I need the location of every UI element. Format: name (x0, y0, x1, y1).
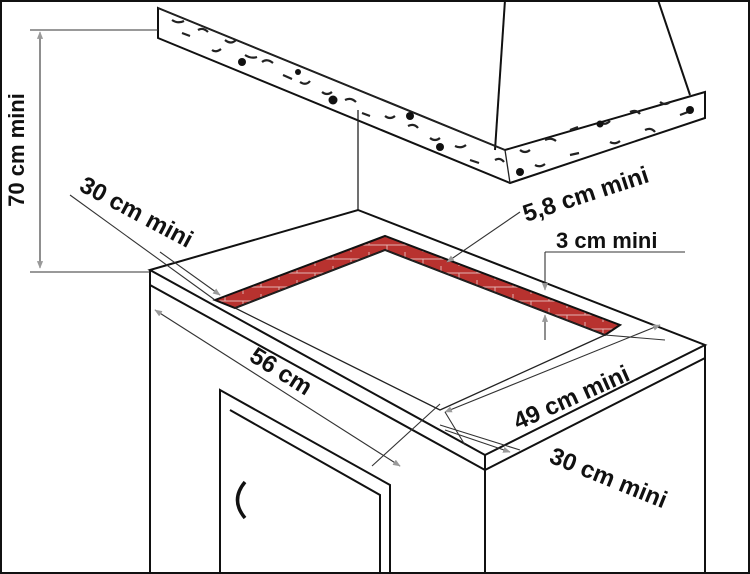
dim-height: 70 cm mini (4, 29, 158, 273)
stone-texture (171, 19, 689, 168)
label-49: 49 cm mini (509, 360, 633, 435)
dim-depth: 56 cm (154, 309, 441, 467)
dim-gap: 3 cm mini (541, 228, 685, 340)
dim-width: 49 cm mini (444, 324, 666, 446)
label-5-8: 5,8 cm mini (520, 162, 653, 228)
hood-shelf (157, 6, 706, 185)
label-3: 3 cm mini (556, 228, 657, 253)
label-70: 70 cm mini (4, 93, 29, 207)
hood-chimney (494, 0, 691, 151)
label-56: 56 cm (245, 342, 317, 401)
oven-door (219, 388, 391, 574)
label-30-bottom: 30 cm mini (546, 443, 671, 515)
stone-dots (238, 58, 694, 176)
door-handle-icon (235, 480, 247, 520)
dim-side-bottom: 30 cm mini (439, 424, 671, 515)
dim-side-top: 30 cm mini (69, 171, 221, 301)
